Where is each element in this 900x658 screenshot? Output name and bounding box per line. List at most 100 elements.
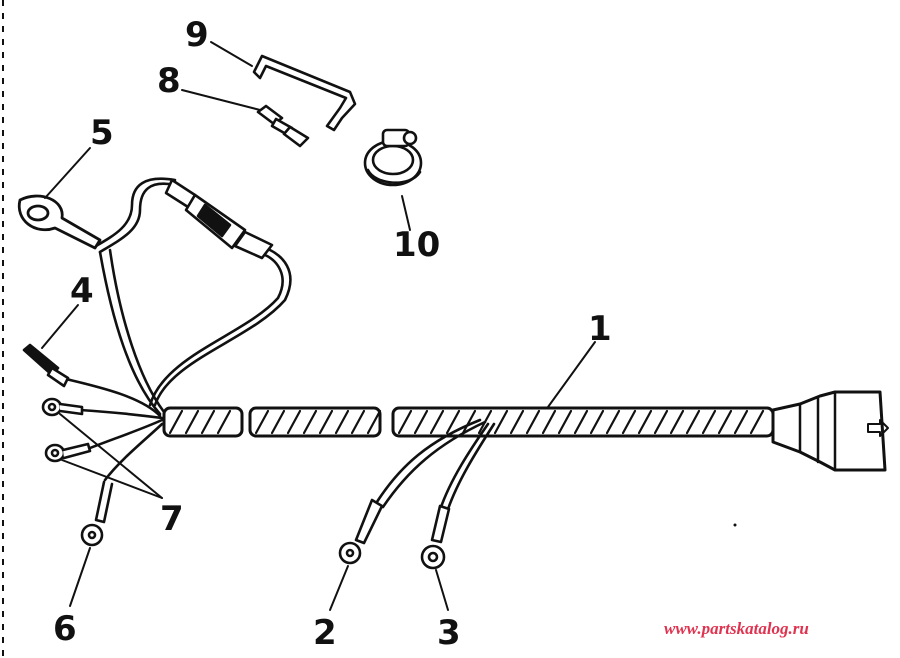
ring-terminal-7a-crimp bbox=[58, 402, 84, 416]
terminal-4-blade bbox=[22, 343, 60, 377]
ring-terminal-3-hole bbox=[427, 551, 439, 563]
spiral-stroke bbox=[366, 409, 382, 435]
spiral-stroke bbox=[525, 409, 541, 435]
ring-terminal-7b-hole bbox=[50, 448, 60, 458]
ring-terminal-7b bbox=[44, 442, 92, 463]
harness-spiral-wrap bbox=[168, 409, 765, 435]
terminal-4 bbox=[22, 343, 70, 388]
ring-terminal-3-crimp bbox=[430, 504, 451, 544]
ring-terminal-3-eye bbox=[420, 544, 446, 570]
callout-9: 9 bbox=[185, 15, 209, 55]
spiral-stroke bbox=[653, 409, 669, 435]
spiral-stroke bbox=[589, 409, 605, 435]
fuse-wire-right bbox=[153, 248, 292, 407]
hose-clamp-10-screw-head bbox=[402, 130, 418, 146]
wire-to-terminal-4 bbox=[60, 376, 162, 418]
spiral-stroke bbox=[701, 409, 717, 435]
wire-to-ring-5b bbox=[98, 250, 162, 416]
ring-terminal-5-hole bbox=[26, 204, 50, 222]
spiral-stroke bbox=[461, 409, 477, 435]
hose-clamp-10 bbox=[363, 128, 423, 187]
wire-to-ring-7b bbox=[83, 418, 164, 452]
spiral-stroke bbox=[334, 409, 350, 435]
wire-to-ring-6 bbox=[103, 422, 164, 482]
leader-line-8 bbox=[181, 89, 261, 111]
ring-terminal-6-crimp bbox=[94, 480, 114, 524]
terminal-4-crimp bbox=[46, 366, 70, 388]
fuse-holder bbox=[164, 178, 274, 260]
spiral-stroke bbox=[669, 409, 685, 435]
leader-line-6 bbox=[69, 547, 91, 607]
harness-sleeve-segment-a bbox=[162, 406, 244, 438]
main-harness bbox=[162, 390, 889, 472]
callout-5: 5 bbox=[90, 113, 114, 153]
spiral-stroke bbox=[302, 409, 318, 435]
spiral-stroke bbox=[637, 409, 653, 435]
spiral-stroke bbox=[573, 409, 589, 435]
spiral-stroke bbox=[621, 409, 637, 435]
branch-wires bbox=[373, 418, 496, 514]
harness-connector-body bbox=[771, 390, 887, 472]
fuse-8 bbox=[256, 104, 310, 148]
callout-1: 1 bbox=[588, 309, 612, 349]
leader-line-5 bbox=[44, 147, 91, 199]
wire-to-ring-2b bbox=[381, 420, 487, 509]
ring-terminal-2-eye bbox=[338, 541, 362, 565]
callout-3: 3 bbox=[437, 613, 461, 653]
fuse-8-cap-right bbox=[282, 125, 310, 148]
ring-terminal-6-hole bbox=[87, 530, 97, 540]
ring-terminal-7a-hole bbox=[47, 402, 57, 412]
leader-line-7a bbox=[59, 413, 163, 499]
wire-to-ring-5a bbox=[108, 248, 166, 414]
wire-to-ring-3a bbox=[438, 422, 490, 512]
spiral-stroke bbox=[605, 409, 621, 435]
callout-2: 2 bbox=[313, 613, 337, 653]
callout-7: 7 bbox=[160, 499, 184, 539]
ring-terminal-7a bbox=[41, 397, 84, 417]
spiral-stroke bbox=[184, 409, 200, 435]
ring-terminal-7b-eye bbox=[44, 443, 66, 463]
callout-10: 10 bbox=[393, 225, 440, 265]
fuse-holder-band bbox=[196, 203, 232, 238]
leader-line-9 bbox=[210, 41, 253, 67]
ring-terminal-2-crimp bbox=[354, 498, 384, 545]
ring-terminal-7b-crimp bbox=[61, 442, 92, 460]
leader-line-2 bbox=[329, 565, 349, 611]
fuse-wire-right-2 bbox=[148, 253, 284, 407]
ring-terminal-2 bbox=[338, 498, 384, 565]
leader-line-3 bbox=[435, 569, 449, 611]
spiral-stroke bbox=[254, 409, 270, 435]
spiral-stroke bbox=[749, 409, 765, 435]
ring-terminal-3 bbox=[420, 504, 451, 570]
spiral-stroke bbox=[733, 409, 749, 435]
spiral-stroke bbox=[397, 409, 413, 435]
spiral-stroke bbox=[270, 409, 286, 435]
spiral-stroke bbox=[350, 409, 366, 435]
spiral-stroke bbox=[557, 409, 573, 435]
spiral-stroke bbox=[685, 409, 701, 435]
fuse-wire-left bbox=[98, 182, 177, 254]
speck bbox=[733, 523, 737, 527]
connector-ribs bbox=[798, 390, 837, 472]
ring-terminal-5-body bbox=[17, 194, 102, 250]
wire-to-ring-2a bbox=[373, 418, 482, 507]
callout-8: 8 bbox=[157, 61, 181, 101]
ring-terminal-2-hole bbox=[345, 548, 355, 558]
hose-clamp-10-slots bbox=[366, 168, 422, 184]
callout-4: 4 bbox=[70, 271, 94, 311]
fuse-wire-left-2 bbox=[94, 177, 177, 248]
ring-terminal-7a-eye bbox=[41, 397, 63, 417]
spiral-stroke bbox=[216, 409, 232, 435]
spiral-stroke bbox=[429, 409, 445, 435]
wire-to-ring-7a bbox=[78, 408, 164, 420]
left-wire-bundle bbox=[60, 177, 292, 482]
spiral-stroke bbox=[200, 409, 216, 435]
spiral-stroke bbox=[318, 409, 334, 435]
ring-terminal-6 bbox=[80, 480, 114, 547]
spiral-stroke bbox=[493, 409, 509, 435]
leader-line-7b bbox=[61, 459, 163, 499]
leader-lines bbox=[41, 41, 596, 611]
ring-terminal-6-eye bbox=[80, 523, 104, 547]
spiral-stroke bbox=[509, 409, 525, 435]
